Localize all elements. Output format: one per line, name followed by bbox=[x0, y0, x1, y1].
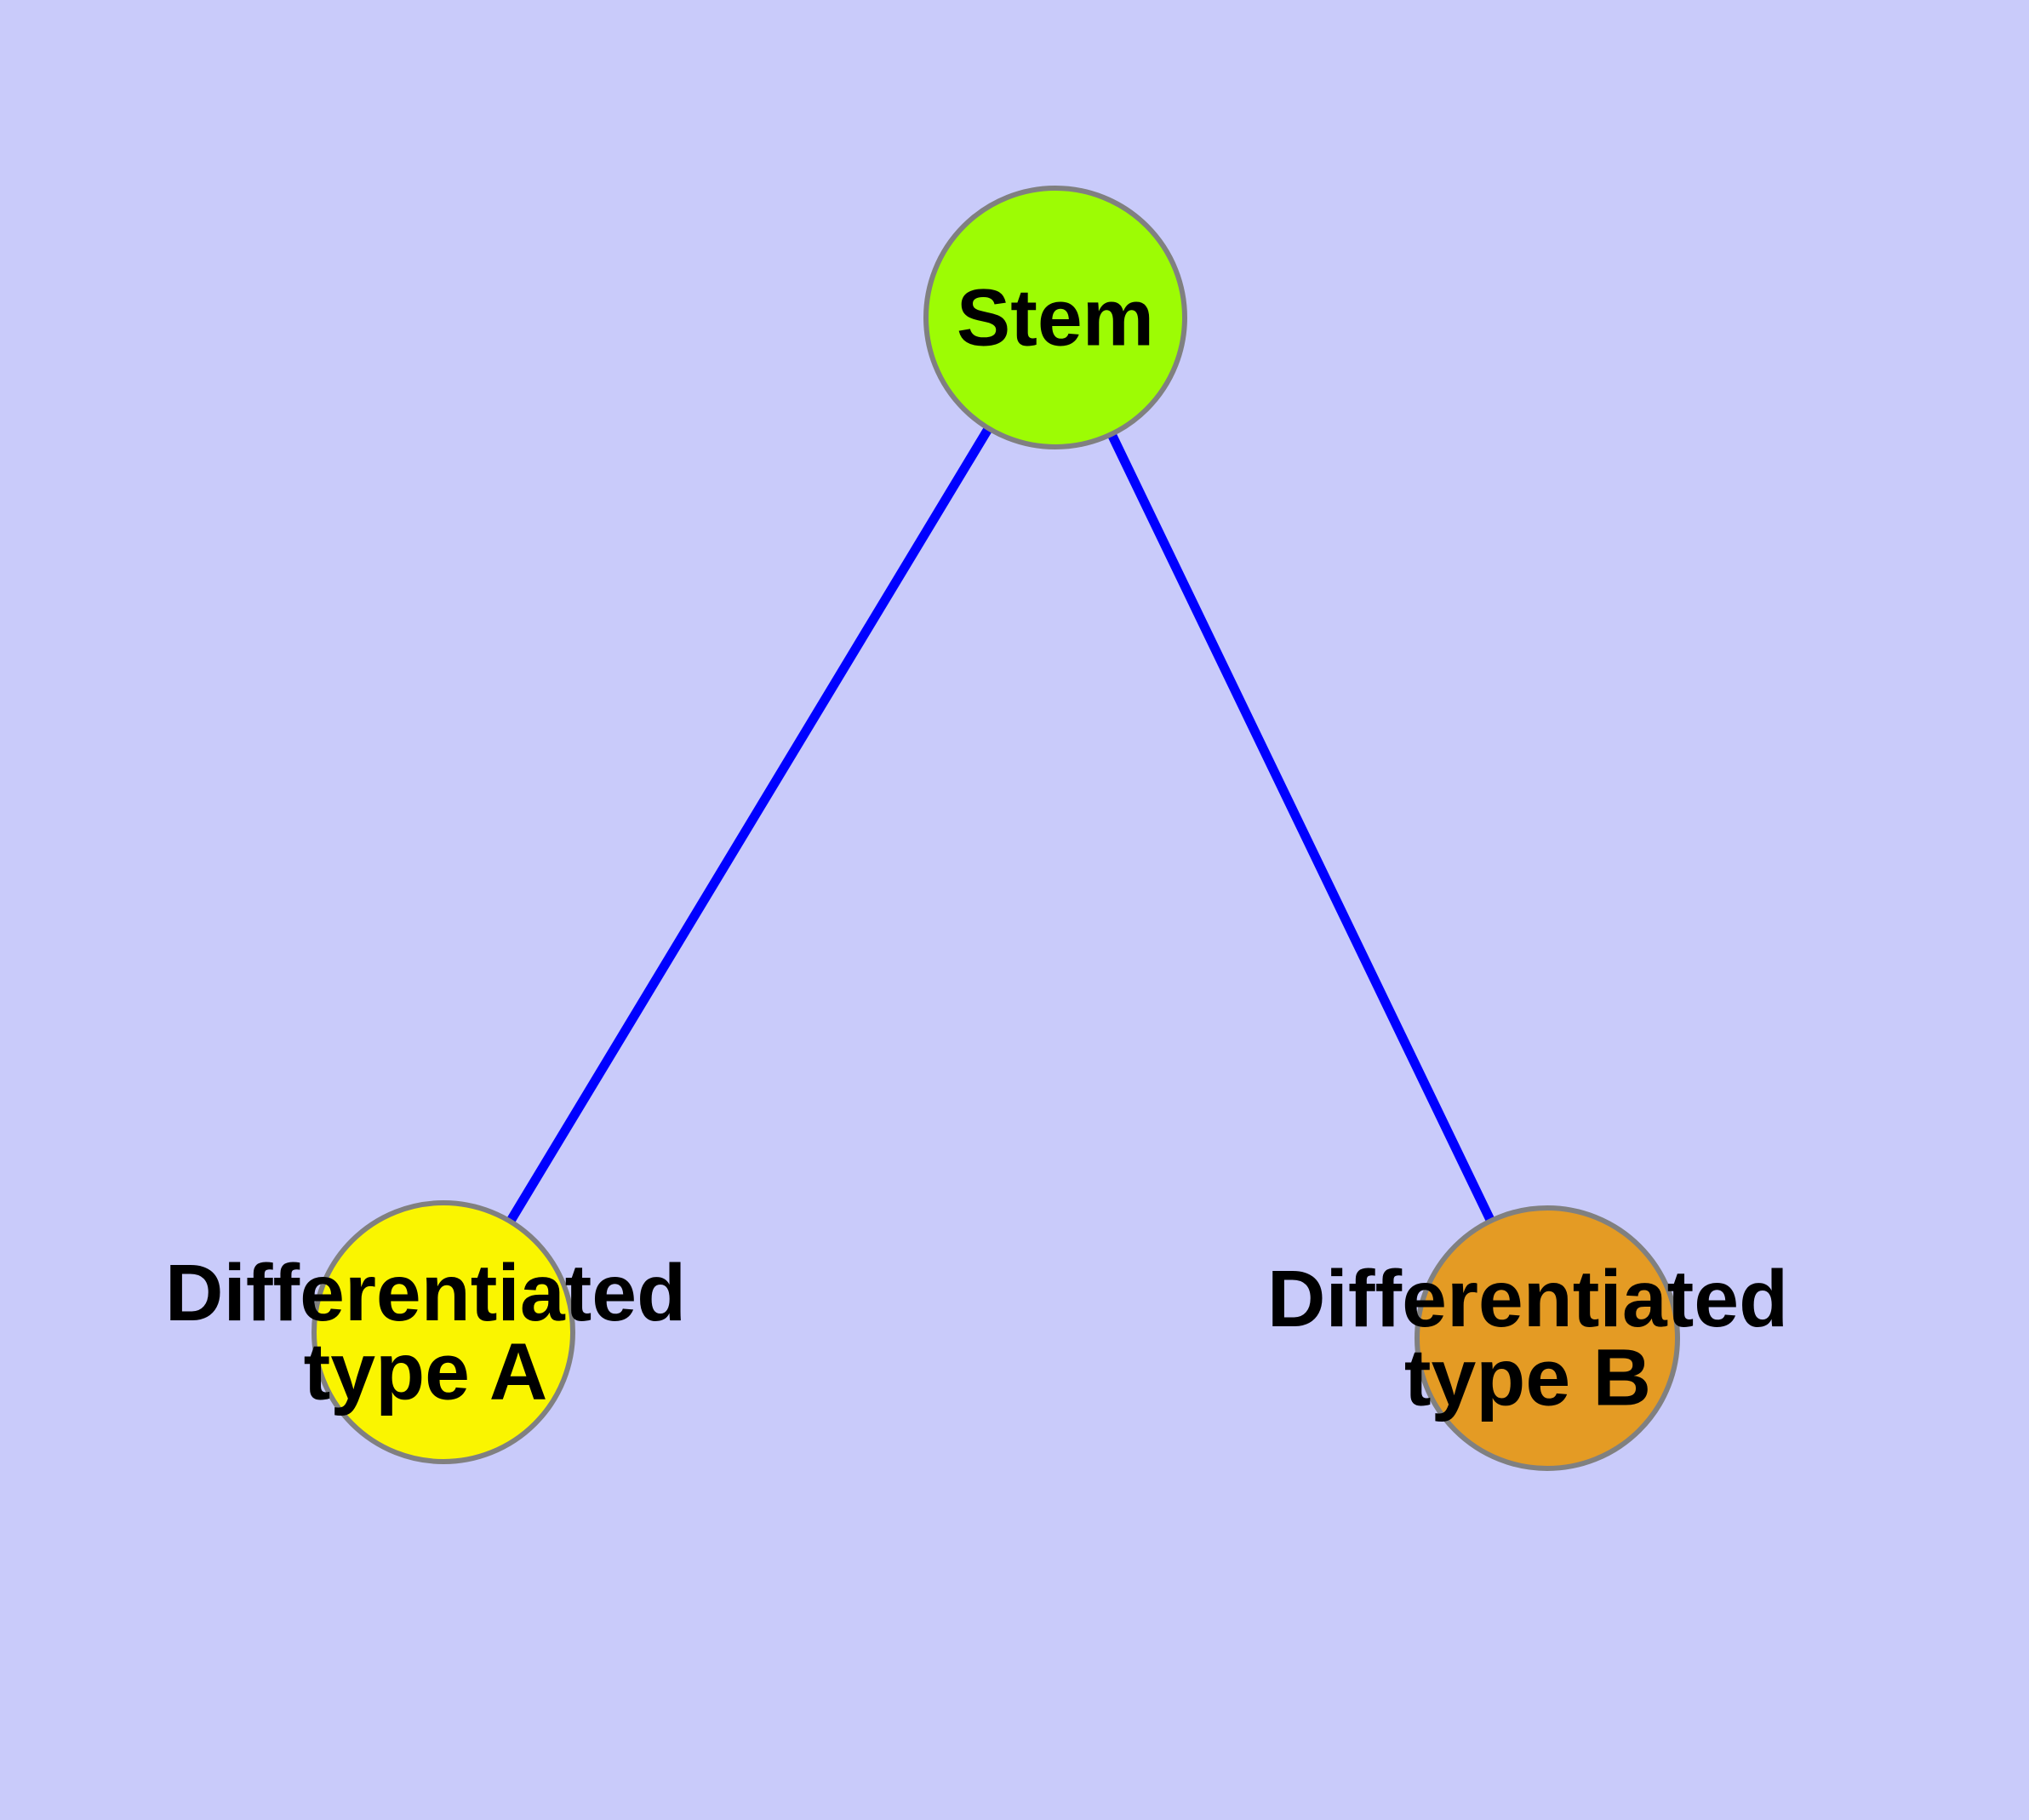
node-label-line: type B bbox=[1404, 1332, 1651, 1422]
edge-stem-to-differentiated-type-b[interactable] bbox=[1107, 432, 1495, 1222]
node-label-stem: Stem bbox=[957, 272, 1154, 363]
node-label-line: Stem bbox=[957, 272, 1154, 363]
edge-stem-to-differentiated-type-a[interactable] bbox=[506, 426, 992, 1223]
node-label-line: Differentiated bbox=[165, 1248, 686, 1338]
node-label-line: type A bbox=[304, 1326, 548, 1417]
node-stem[interactable] bbox=[923, 186, 1187, 449]
edge-layer bbox=[506, 426, 1495, 1223]
node-layer bbox=[311, 186, 1680, 1471]
node-label-line: Differentiated bbox=[1267, 1254, 1788, 1344]
node-differentiated-type-a[interactable] bbox=[311, 1200, 575, 1464]
node-differentiated-type-b[interactable] bbox=[1415, 1205, 1680, 1471]
